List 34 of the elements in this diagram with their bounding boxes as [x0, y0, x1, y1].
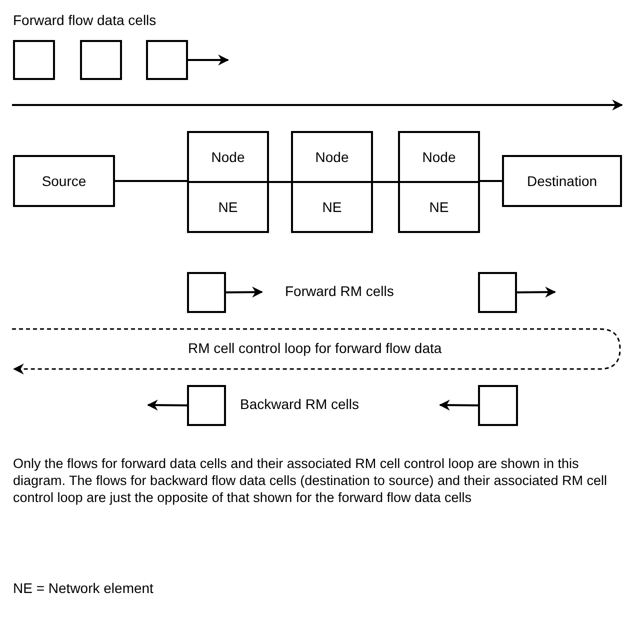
- heading: Forward flow data cells: [13, 12, 156, 28]
- cell-box: [146, 40, 188, 80]
- box-label: NE: [322, 199, 342, 215]
- cell-box: [187, 385, 226, 426]
- caption: Forward RM cells: [285, 283, 394, 299]
- arrow: [226, 286, 264, 298]
- box-label: NE: [218, 199, 238, 215]
- cell-box: [187, 272, 226, 313]
- connector-line: [480, 180, 502, 182]
- box-label: Node: [211, 149, 245, 165]
- arrow: [188, 54, 230, 66]
- endpoint-box: [502, 155, 622, 207]
- network-element-box: [398, 131, 480, 233]
- caption: RM cell control loop for forward flow data: [188, 340, 442, 356]
- box-label: NE: [429, 199, 449, 215]
- arrow: [438, 400, 478, 411]
- cell-box: [478, 272, 517, 313]
- arrow: [146, 400, 188, 411]
- connector-line: [269, 181, 291, 183]
- box-label: Source: [42, 173, 86, 189]
- cell-box: [478, 385, 518, 426]
- caption: Backward RM cells: [240, 396, 360, 412]
- connector-line: [115, 180, 187, 182]
- network-element-box: [291, 131, 373, 233]
- abbreviation-note: NE = Network element: [13, 580, 154, 596]
- connector-line: [373, 181, 398, 183]
- network-element-box: [187, 131, 269, 233]
- cell-box: [13, 40, 55, 80]
- box-label: Node: [422, 149, 456, 165]
- endpoint-box: [13, 155, 115, 207]
- cell-box: [80, 40, 122, 80]
- arrow: [517, 286, 556, 298]
- box-label: Node: [315, 149, 349, 165]
- box-label: Destination: [526, 173, 598, 189]
